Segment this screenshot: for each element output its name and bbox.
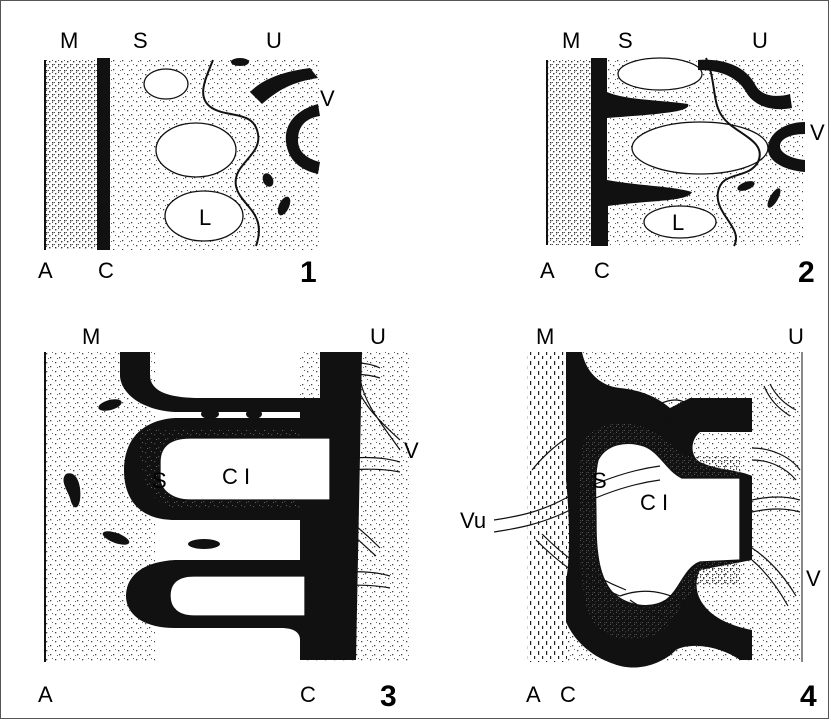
- panel-2-outer-layer: [547, 60, 593, 245]
- panel-1-vessel-1: [231, 58, 249, 66]
- panel-3-gland-3: [246, 409, 262, 419]
- panel-3-label-S: S: [152, 470, 167, 492]
- panel-3-gland-6: [188, 539, 220, 549]
- panel-3-label-A: A: [38, 684, 53, 706]
- panel-1-label-A: A: [38, 260, 53, 282]
- panel-1-outer-layer: [45, 60, 97, 250]
- panel-4-stroma-right: [752, 352, 802, 662]
- panel-1-number: 1: [300, 258, 317, 288]
- panel-4-label-V: V: [806, 568, 821, 590]
- panel-4-label-C: C: [560, 684, 576, 706]
- panel-2-number: 2: [798, 258, 815, 288]
- panel-1-label-V: V: [320, 88, 335, 110]
- panel-2-label-A: A: [540, 260, 555, 282]
- panel-1-lacuna-middle: [156, 123, 236, 177]
- panel-2-label-L: L: [672, 212, 684, 234]
- panel-4-label-U: U: [788, 326, 804, 348]
- panel-1-label-U: U: [266, 30, 282, 52]
- panel-2-label-U: U: [752, 30, 768, 52]
- panel-3-label-CI: C I: [222, 466, 250, 488]
- panel-4-label-Vu: Vu: [460, 510, 486, 532]
- panel-2-lacuna-middle: [632, 122, 768, 174]
- panel-2-label-M: M: [562, 30, 580, 52]
- panel-1-basal-plate: [97, 58, 110, 250]
- panel-2-label-S: S: [618, 30, 633, 52]
- panel-3-label-V: V: [404, 440, 419, 462]
- panel-3-label-U: U: [370, 326, 386, 348]
- panel-1: [45, 58, 320, 250]
- panel-1-lacuna-small: [144, 69, 188, 99]
- panel-1-label-C: C: [98, 260, 114, 282]
- panel-4-number: 4: [800, 682, 817, 712]
- panel-3: [45, 352, 410, 662]
- panel-1-label-M: M: [60, 30, 78, 52]
- panel-2-label-V: V: [810, 122, 825, 144]
- panel-2-label-C: C: [594, 260, 610, 282]
- panel-3-gland-2: [201, 409, 219, 419]
- panel-3-label-C: C: [300, 684, 316, 706]
- panel-2-lacuna-top: [618, 58, 702, 90]
- panel-3-label-M: M: [82, 326, 100, 348]
- panel-3-cotyledon-lower: [170, 576, 305, 616]
- panel-4-label-CI: C I: [640, 492, 668, 514]
- panel-4-label-S: S: [592, 470, 607, 492]
- panel-4-label-A: A: [526, 684, 541, 706]
- panel-4-label-M: M: [536, 326, 554, 348]
- panel-3-number: 3: [380, 682, 397, 712]
- panel-1-label-L: L: [199, 207, 211, 229]
- panel-1-label-S: S: [133, 30, 148, 52]
